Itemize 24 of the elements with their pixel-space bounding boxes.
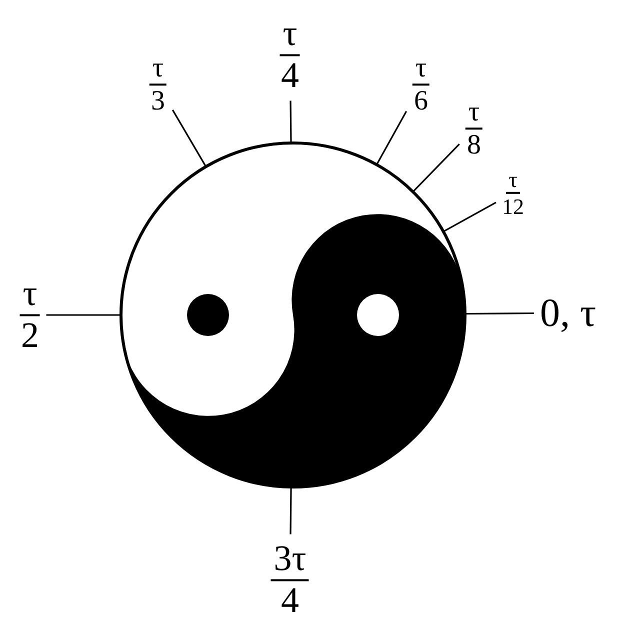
fraction-numerator: 3τ [270, 540, 310, 581]
tick-line [413, 143, 460, 192]
fraction-numerator: τ [465, 98, 483, 130]
fraction-denominator: 4 [281, 56, 299, 95]
tick-line [46, 314, 120, 316]
fraction-denominator: 3 [151, 86, 165, 116]
fraction-denominator: 2 [21, 316, 39, 355]
fraction-numerator: τ [20, 275, 40, 316]
tick-line [290, 488, 292, 534]
angle-value: 0, τ [540, 292, 596, 334]
fraction-denominator: 4 [281, 581, 299, 620]
tick-line [444, 202, 496, 232]
fraction-denominator: 8 [467, 130, 481, 160]
tick-line [290, 100, 292, 142]
yin-yang-drawing [120, 142, 466, 488]
fraction-numerator: τ [412, 54, 430, 86]
fraction-numerator: τ [280, 15, 300, 56]
fraction-numerator: τ [506, 168, 520, 194]
fraction-denominator: 12 [502, 194, 524, 218]
fraction-denominator: 6 [414, 86, 428, 116]
tick-line [376, 110, 408, 164]
tick-line [172, 110, 206, 166]
fraction-numerator: τ [149, 54, 167, 86]
tick-line [466, 312, 534, 315]
